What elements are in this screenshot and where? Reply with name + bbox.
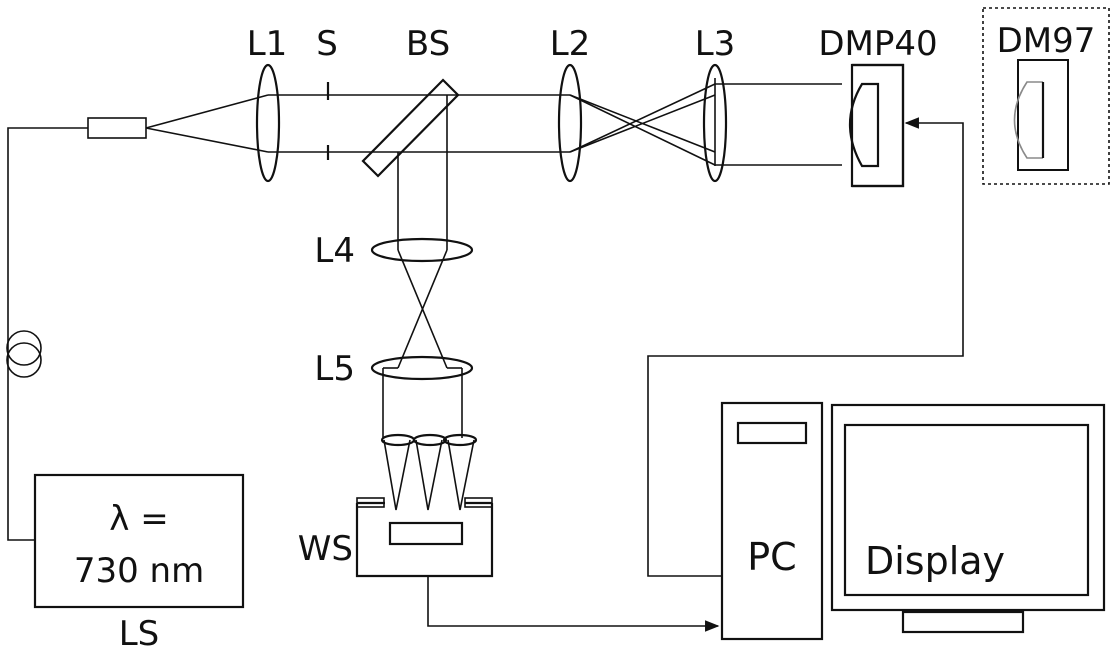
lens-l4 bbox=[370, 237, 474, 263]
label-dmp40: DMP40 bbox=[818, 24, 937, 64]
monitor-stand bbox=[901, 610, 1025, 634]
lens-l5 bbox=[370, 355, 474, 381]
label-l1: L1 bbox=[247, 24, 288, 64]
pc-drive-slot bbox=[736, 421, 808, 445]
label-s: S bbox=[316, 24, 338, 64]
beam-splitter bbox=[361, 78, 460, 178]
label-l5: L5 bbox=[314, 349, 355, 389]
ws-to-pc-connection bbox=[427, 577, 720, 632]
wavefront-sensor-chip bbox=[388, 521, 464, 546]
label-ws: WS bbox=[298, 529, 353, 569]
lens-l2 bbox=[557, 63, 583, 183]
deformable-mirror-dmp40 bbox=[848, 63, 905, 188]
microlens-array bbox=[380, 433, 478, 511]
light-beam bbox=[145, 78, 716, 166]
label-l3: L3 bbox=[695, 24, 736, 64]
laser-wavelength-line1: λ = bbox=[109, 499, 168, 539]
fiber-coil-2 bbox=[6, 342, 42, 378]
signal-connections bbox=[427, 117, 964, 632]
pc-to-dmp40-connection bbox=[647, 117, 964, 577]
fiber-collimator bbox=[87, 117, 147, 139]
fiber-coil-1 bbox=[6, 330, 42, 366]
lens-l1 bbox=[255, 63, 281, 183]
label-pc: PC bbox=[747, 535, 796, 579]
optical-fiber bbox=[6, 117, 147, 541]
light-beam-expanded bbox=[569, 83, 842, 166]
pc-tower: PC bbox=[720, 401, 824, 641]
lens-l3 bbox=[702, 63, 728, 183]
label-display: Display bbox=[865, 539, 1005, 583]
light-beam-downward bbox=[382, 95, 463, 438]
label-bs: BS bbox=[406, 24, 450, 64]
display-monitor: Display bbox=[830, 403, 1106, 634]
label-dm97: DM97 bbox=[997, 21, 1096, 61]
laser-wavelength-line2: 730 nm bbox=[74, 551, 204, 591]
deformable-mirror-dm97 bbox=[982, 7, 1110, 185]
label-l2: L2 bbox=[550, 24, 591, 64]
label-l4: L4 bbox=[314, 231, 355, 271]
label-ls: LS bbox=[119, 614, 160, 650]
laser-source: λ = 730 nm bbox=[33, 473, 245, 609]
wavefront-sensor bbox=[355, 497, 494, 578]
